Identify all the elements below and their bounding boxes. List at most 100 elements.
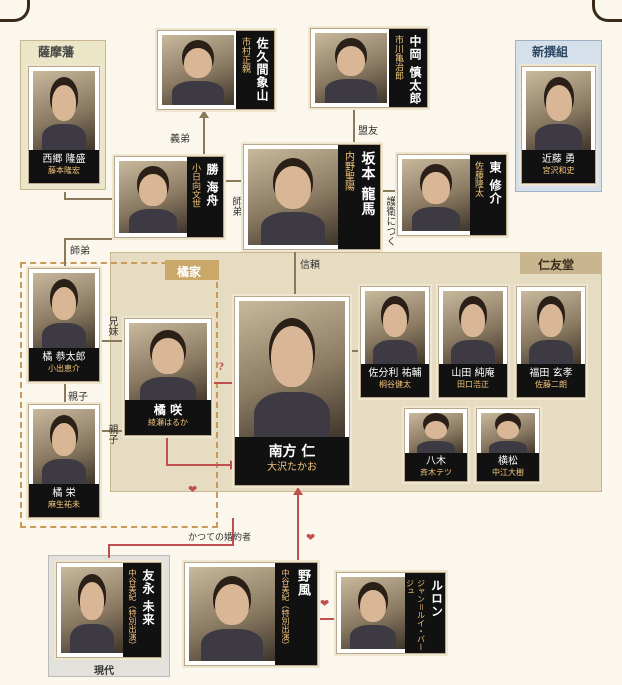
card-kondo[interactable]: 近藤 勇 宮沢和史 bbox=[521, 66, 596, 184]
card-katsu[interactable]: 勝 海舟 小日向文世 bbox=[114, 156, 224, 238]
card-yagi[interactable]: 八木 斉木テツ bbox=[404, 408, 468, 482]
card-sakamoto[interactable]: 坂本 龍馬 内野聖陽 bbox=[243, 144, 381, 250]
caption-kyotaro: 橘 恭太郎 小出恵介 bbox=[29, 348, 99, 381]
relation-label-gitei: 義弟 bbox=[170, 134, 190, 145]
name-yagi: 八木 bbox=[426, 456, 446, 467]
relation-label-question: ? bbox=[218, 362, 224, 373]
actor-saki: 綾瀬はるか bbox=[148, 418, 188, 427]
caption-higashi: 東 修介 佐藤隆太 bbox=[470, 155, 506, 235]
caption-nakaoka: 中岡 慎太郎 市川亀治郎 bbox=[389, 29, 427, 107]
name-sakae: 橘 栄 bbox=[52, 488, 76, 499]
tachibana-group-label-bg bbox=[165, 260, 219, 280]
portrait-katsu bbox=[119, 161, 187, 233]
card-higashi[interactable]: 東 修介 佐藤隆太 bbox=[397, 154, 507, 236]
caption-jin: 南方 仁 大沢たかお bbox=[235, 437, 349, 485]
actor-jin: 大沢たかお bbox=[267, 462, 317, 473]
actor-sakae: 麻生祐未 bbox=[48, 500, 80, 509]
card-sakuma[interactable]: 佐久間象山 市村正親 bbox=[157, 30, 275, 110]
card-kyotaro[interactable]: 橘 恭太郎 小出恵介 bbox=[28, 268, 100, 382]
caption-sakae: 橘 栄 麻生祐未 bbox=[29, 484, 99, 517]
name-kondo: 近藤 勇 bbox=[541, 154, 576, 165]
caption-ruron: ルロン ジャン＝ルイ・バージュ bbox=[405, 573, 445, 653]
portrait-saigo bbox=[33, 71, 95, 151]
portrait-kyotaro bbox=[33, 273, 95, 349]
portrait-kondo bbox=[526, 71, 591, 151]
card-ruron[interactable]: ルロン ジャン＝ルイ・バージュ bbox=[336, 572, 446, 654]
relation-label-fiancee: かつての婚約者 bbox=[188, 533, 252, 543]
line-katsu-sakuma bbox=[203, 118, 205, 158]
caption-kondo: 近藤 勇 宮沢和史 bbox=[522, 150, 595, 183]
name-tomonaga: 友永 未来 bbox=[141, 569, 155, 627]
satsuma-group-title: 薩摩藩 bbox=[38, 45, 75, 59]
line-sakamoto-higashi bbox=[380, 190, 398, 192]
portrait-yokomatsu bbox=[481, 413, 535, 455]
actor-katsu: 小日向文世 bbox=[190, 163, 200, 208]
actor-saigo: 藤本隆宏 bbox=[48, 166, 80, 175]
card-yokomatsu[interactable]: 横松 中江大樹 bbox=[476, 408, 540, 482]
arrow-up-jin bbox=[293, 487, 303, 495]
relation-label-oyako-1: 親子 bbox=[68, 392, 88, 403]
heart-icon: ❤ bbox=[320, 597, 330, 610]
card-yamada[interactable]: 山田 純庵 田口浩正 bbox=[438, 286, 508, 398]
caption-yagi: 八木 斉木テツ bbox=[405, 453, 467, 481]
card-fukuda[interactable]: 福田 玄孝 佐藤二朗 bbox=[516, 286, 586, 398]
name-kyotaro: 橘 恭太郎 bbox=[42, 352, 86, 363]
card-nakaoka[interactable]: 中岡 慎太郎 市川亀治郎 bbox=[310, 28, 428, 108]
actor-higashi: 佐藤隆太 bbox=[473, 161, 483, 197]
card-saigo[interactable]: 西郷 隆盛 藤本隆宏 bbox=[28, 66, 100, 184]
caption-yokomatsu: 横松 中江大樹 bbox=[477, 453, 539, 481]
line-fiancee-v1 bbox=[232, 518, 234, 546]
line-saigo-katsu bbox=[64, 198, 116, 200]
caption-katsu: 勝 海舟 小日向文世 bbox=[187, 157, 223, 237]
caption-saigo: 西郷 隆盛 藤本隆宏 bbox=[29, 150, 99, 183]
card-sakae[interactable]: 橘 栄 麻生祐未 bbox=[28, 404, 100, 518]
name-yamada: 山田 純庵 bbox=[451, 368, 495, 379]
relation-label-kyomai: 兄妹 bbox=[106, 316, 117, 336]
card-saki[interactable]: 橘 咲 綾瀬はるか bbox=[124, 318, 212, 436]
portrait-yagi bbox=[409, 413, 463, 455]
line-saki-to-jin-v bbox=[166, 436, 168, 466]
card-nokaze[interactable]: 野風 中谷美紀（特別出演） bbox=[184, 562, 318, 666]
card-tomonaga[interactable]: 友永 未来 中谷美紀（特別出演） bbox=[56, 562, 162, 658]
actor-sakamoto: 内野聖陽 bbox=[342, 151, 354, 191]
name-saigo: 西郷 隆盛 bbox=[42, 154, 86, 165]
name-nokaze: 野風 bbox=[295, 569, 310, 597]
line-fiancee-v2 bbox=[108, 544, 110, 558]
portrait-saki bbox=[129, 323, 207, 405]
name-katsu: 勝 海舟 bbox=[205, 163, 219, 208]
name-nakaoka: 中岡 慎太郎 bbox=[408, 35, 422, 106]
shinsengumi-group-title: 新撰組 bbox=[532, 45, 569, 59]
actor-nokaze: 中谷美紀（特別出演） bbox=[281, 569, 290, 649]
name-sabuuri: 佐分利 祐輔 bbox=[368, 368, 422, 379]
line-katsu-kyotaro-h bbox=[64, 238, 170, 240]
portrait-yamada bbox=[443, 291, 503, 365]
line-nokaze-jin bbox=[297, 494, 299, 564]
actor-kondo: 宮沢和史 bbox=[542, 166, 575, 175]
tachibana-group-title: 橘家 bbox=[177, 265, 202, 279]
arrow-up-sakuma bbox=[199, 110, 209, 118]
portrait-jin bbox=[239, 301, 345, 439]
caption-yamada: 山田 純庵 田口浩正 bbox=[439, 364, 507, 397]
actor-kyotaro: 小出恵介 bbox=[48, 364, 80, 373]
portrait-tomonaga bbox=[61, 567, 123, 653]
name-jin: 南方 仁 bbox=[268, 444, 316, 460]
portrait-sakamoto bbox=[248, 149, 338, 245]
jinyudo-group-title: 仁友堂 bbox=[538, 258, 575, 272]
caption-sabuuri: 佐分利 祐輔 桐谷健太 bbox=[361, 364, 429, 397]
line-ruron-nokaze bbox=[318, 618, 338, 620]
heart-icon: ❤ bbox=[188, 483, 198, 496]
line-kyotaro-saki bbox=[98, 340, 126, 342]
portrait-nakaoka bbox=[315, 33, 387, 103]
caption-sakamoto: 坂本 龍馬 内野聖陽 bbox=[338, 145, 380, 249]
line-katsu-kyotaro-v2 bbox=[64, 238, 66, 270]
relation-label-oyako-2: 親子 bbox=[106, 424, 117, 444]
jinyudo-group-label-bg bbox=[520, 252, 602, 274]
caption-fukuda: 福田 玄孝 佐藤二朗 bbox=[517, 364, 585, 397]
corner-ornament-right bbox=[592, 0, 622, 22]
actor-yokomatsu: 中江大樹 bbox=[492, 468, 524, 477]
portrait-ruron bbox=[341, 577, 405, 649]
tachibana-group-frame bbox=[20, 262, 218, 528]
card-sabuuri[interactable]: 佐分利 祐輔 桐谷健太 bbox=[360, 286, 430, 398]
card-jin[interactable]: 南方 仁 大沢たかお bbox=[234, 296, 350, 486]
name-yokomatsu: 横松 bbox=[498, 456, 518, 467]
